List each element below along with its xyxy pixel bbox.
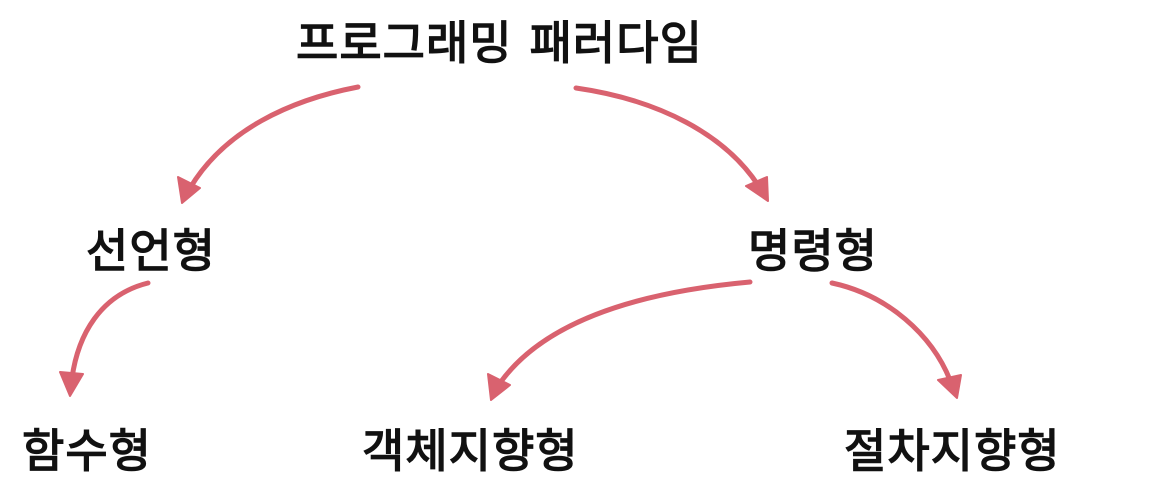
arrowhead-object-oriented [487,373,511,401]
edge-declarative-to-functional [69,280,151,381]
edge-imperative-to-procedural [829,280,953,383]
node-declarative: 선언형 [86,224,216,278]
arrowhead-procedural [937,374,962,399]
node-object-oriented: 객체지향형 [362,424,579,478]
node-procedural: 절차지향형 [844,424,1061,478]
arrowhead-declarative [177,176,201,204]
edge-imperative-to-object-oriented [497,279,753,386]
node-functional: 함수형 [22,424,152,478]
edge-root-to-imperative [573,85,761,188]
node-programming-paradigm: 프로그래밍 패러다임 [296,16,703,70]
edge-root-to-declarative [187,84,361,191]
node-imperative: 명령형 [748,224,878,278]
arrowhead-imperative [745,176,769,202]
arrowhead-functional [59,371,84,397]
